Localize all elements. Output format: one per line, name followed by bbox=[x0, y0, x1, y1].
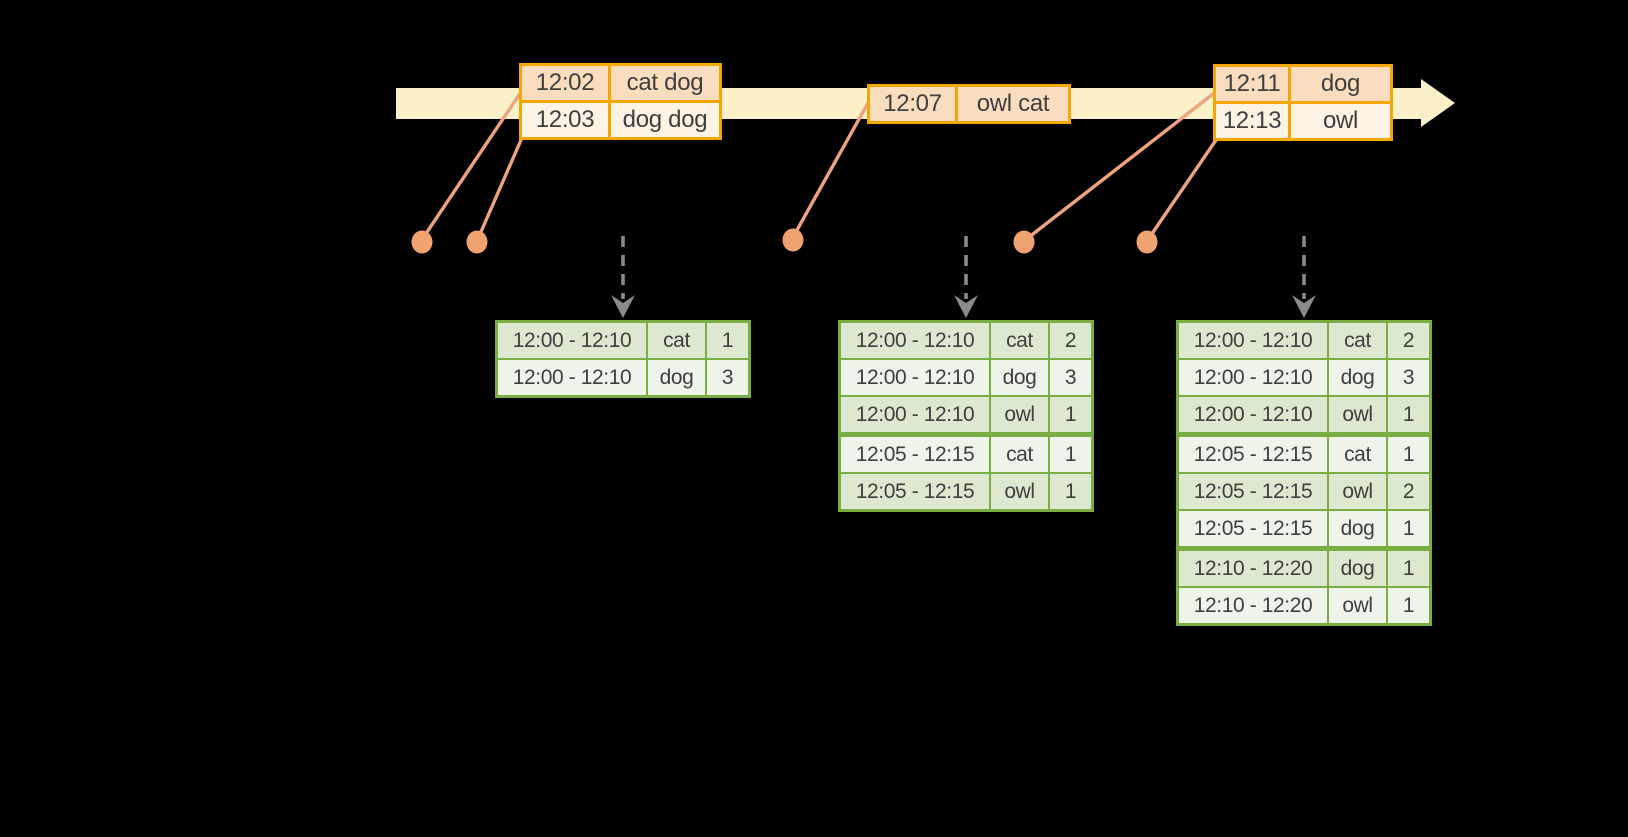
trigger-arrowhead-icon bbox=[954, 295, 978, 318]
word-cell: dog bbox=[648, 360, 705, 395]
count-cell: 1 bbox=[707, 323, 748, 358]
connector-line bbox=[419, 93, 521, 243]
event-words-cell: dog dog bbox=[611, 103, 719, 137]
count-cell: 2 bbox=[1050, 323, 1091, 358]
arrival-dot-icon bbox=[411, 230, 433, 254]
window-cell: 12:00 - 12:10 bbox=[498, 360, 646, 395]
count-cell: 1 bbox=[1050, 397, 1091, 432]
arrival-dot-icon bbox=[1013, 230, 1035, 254]
result-row: 12:00 - 12:10 cat 2 bbox=[1179, 323, 1429, 358]
result-table-3: 12:00 - 12:10 cat 2 12:00 - 12:10 dog 3 … bbox=[1176, 320, 1432, 626]
event-row: 12:11 dog bbox=[1216, 67, 1390, 101]
count-cell: 1 bbox=[1388, 437, 1429, 472]
event-time-cell: 12:07 bbox=[870, 87, 955, 121]
count-cell: 2 bbox=[1388, 474, 1429, 509]
event-words-cell: cat dog bbox=[611, 66, 719, 100]
window-cell: 12:00 - 12:10 bbox=[1179, 323, 1327, 358]
window-cell: 12:00 - 12:10 bbox=[498, 323, 646, 358]
result-row: 12:05 - 12:15 dog 1 bbox=[1179, 511, 1429, 546]
result-row: 12:05 - 12:15 cat 1 bbox=[841, 437, 1091, 472]
event-words-cell: dog bbox=[1291, 67, 1390, 101]
word-cell: owl bbox=[991, 474, 1048, 509]
window-cell: 12:00 - 12:10 bbox=[1179, 360, 1327, 395]
window-cell: 12:10 - 12:20 bbox=[1179, 588, 1327, 623]
window-cell: 12:00 - 12:10 bbox=[1179, 397, 1327, 432]
result-row: 12:00 - 12:10 owl 1 bbox=[841, 397, 1091, 432]
arrival-dot-icon bbox=[1136, 230, 1158, 254]
event-time-cell: 12:13 bbox=[1216, 104, 1288, 138]
word-cell: dog bbox=[1329, 360, 1386, 395]
word-cell: cat bbox=[991, 323, 1048, 358]
word-cell: cat bbox=[1329, 323, 1386, 358]
count-cell: 3 bbox=[707, 360, 748, 395]
word-cell: dog bbox=[991, 360, 1048, 395]
window-cell: 12:05 - 12:15 bbox=[1179, 474, 1327, 509]
window-cell: 12:05 - 12:15 bbox=[841, 474, 989, 509]
word-cell: cat bbox=[991, 437, 1048, 472]
result-row: 12:10 - 12:20 owl 1 bbox=[1179, 588, 1429, 623]
word-cell: owl bbox=[1329, 474, 1386, 509]
result-row: 12:00 - 12:10 dog 3 bbox=[1179, 360, 1429, 395]
result-table-2: 12:00 - 12:10 cat 2 12:00 - 12:10 dog 3 … bbox=[838, 320, 1094, 512]
count-cell: 1 bbox=[1388, 397, 1429, 432]
count-cell: 3 bbox=[1050, 360, 1091, 395]
result-row: 12:10 - 12:20 dog 1 bbox=[1179, 551, 1429, 586]
word-cell: cat bbox=[648, 323, 705, 358]
word-cell: cat bbox=[1329, 437, 1386, 472]
timeline-arrowhead-icon bbox=[1421, 79, 1455, 127]
count-cell: 1 bbox=[1388, 511, 1429, 546]
event-row: 12:02 cat dog bbox=[522, 66, 719, 100]
window-cell: 12:00 - 12:10 bbox=[841, 323, 989, 358]
event-table-3: 12:11 dog 12:13 owl bbox=[1213, 64, 1393, 141]
word-cell: owl bbox=[1329, 588, 1386, 623]
result-row: 12:00 - 12:10 cat 2 bbox=[841, 323, 1091, 358]
event-row: 12:03 dog dog bbox=[522, 103, 719, 137]
arrival-dot-icon bbox=[782, 228, 804, 252]
event-words-cell: owl bbox=[1291, 104, 1390, 138]
word-cell: dog bbox=[1329, 511, 1386, 546]
word-cell: owl bbox=[1329, 397, 1386, 432]
event-row: 12:07 owl cat bbox=[870, 87, 1068, 121]
result-row: 12:05 - 12:15 owl 1 bbox=[841, 474, 1091, 509]
count-cell: 3 bbox=[1388, 360, 1429, 395]
event-row: 12:13 owl bbox=[1216, 104, 1390, 138]
connector-line bbox=[1145, 138, 1218, 243]
window-cell: 12:10 - 12:20 bbox=[1179, 551, 1327, 586]
trigger-arrowhead-icon bbox=[1292, 295, 1316, 318]
count-cell: 2 bbox=[1388, 323, 1429, 358]
result-row: 12:00 - 12:10 dog 3 bbox=[498, 360, 748, 395]
window-cell: 12:00 - 12:10 bbox=[841, 360, 989, 395]
connector-line bbox=[1022, 92, 1215, 243]
count-cell: 1 bbox=[1050, 474, 1091, 509]
connector-line bbox=[475, 138, 523, 243]
result-row: 12:00 - 12:10 dog 3 bbox=[841, 360, 1091, 395]
result-row: 12:00 - 12:10 cat 1 bbox=[498, 323, 748, 358]
result-row: 12:00 - 12:10 owl 1 bbox=[1179, 397, 1429, 432]
window-cell: 12:00 - 12:10 bbox=[841, 397, 989, 432]
event-words-cell: owl cat bbox=[958, 87, 1068, 121]
event-time-cell: 12:02 bbox=[522, 66, 608, 100]
event-time-cell: 12:11 bbox=[1216, 67, 1288, 101]
window-cell: 12:05 - 12:15 bbox=[841, 437, 989, 472]
window-cell: 12:05 - 12:15 bbox=[1179, 437, 1327, 472]
trigger-arrowhead-icon bbox=[611, 295, 635, 318]
result-table-1: 12:00 - 12:10 cat 1 12:00 - 12:10 dog 3 bbox=[495, 320, 751, 398]
event-time-cell: 12:03 bbox=[522, 103, 608, 137]
count-cell: 1 bbox=[1388, 588, 1429, 623]
event-table-2: 12:07 owl cat bbox=[867, 84, 1071, 124]
window-cell: 12:05 - 12:15 bbox=[1179, 511, 1327, 546]
result-row: 12:05 - 12:15 owl 2 bbox=[1179, 474, 1429, 509]
arrival-dot-icon bbox=[466, 230, 488, 254]
word-cell: dog bbox=[1329, 551, 1386, 586]
event-table-1: 12:02 cat dog 12:03 dog dog bbox=[519, 63, 722, 140]
result-row: 12:05 - 12:15 cat 1 bbox=[1179, 437, 1429, 472]
connector-line bbox=[790, 101, 870, 241]
count-cell: 1 bbox=[1388, 551, 1429, 586]
word-cell: owl bbox=[991, 397, 1048, 432]
count-cell: 1 bbox=[1050, 437, 1091, 472]
